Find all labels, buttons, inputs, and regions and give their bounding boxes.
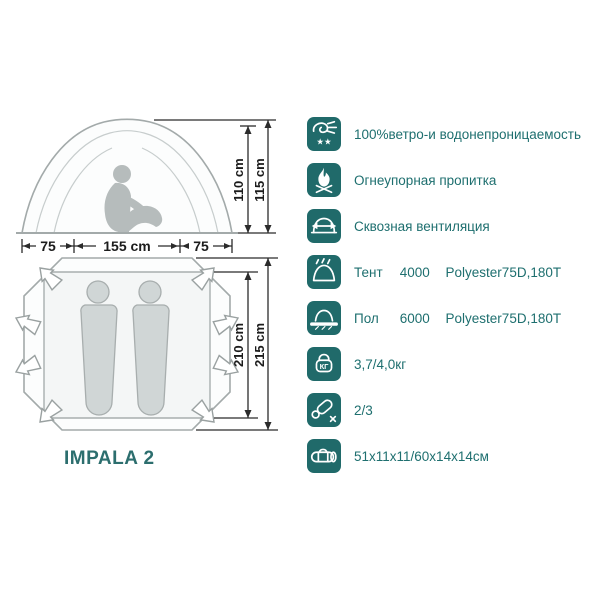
spec-label-floor-fabric: Пол 6000 Polyester75D,180T [354, 311, 561, 326]
spec-row-pack-size: 51x11x11/60x14x14см [307, 439, 581, 473]
dim-plan-length-inner: 210 cm [231, 323, 246, 367]
tent-diagram: 75 155 cm 75 110 cm 115 cm [11, 118, 278, 431]
spec-list: ★★ 100%ветро-и водонепроницаемость Огнеу… [307, 117, 581, 473]
plan-length-dimension: 210 cm 215 cm [196, 257, 278, 431]
person-silhouette [104, 165, 163, 232]
spec-row-fireproof: Огнеупорная пропитка [307, 163, 581, 197]
capacity-icon [307, 393, 341, 427]
spec-row-tent-fabric: Тент 4000 Polyester75D,180T [307, 255, 581, 289]
ventilation-icon [307, 209, 341, 243]
spec-name: Пол [354, 310, 379, 326]
spec-label-pack-size: 51x11x11/60x14x14см [354, 448, 489, 464]
spec-label-weight: 3,7/4,0кг [354, 356, 407, 372]
tent-fabric-icon [307, 255, 341, 289]
product-name: IMPALA 2 [64, 448, 155, 469]
spec-row-capacity: 2/3 [307, 393, 581, 427]
pack-size-icon [307, 439, 341, 473]
spec-row-waterproof: ★★ 100%ветро-и водонепроницаемость [307, 117, 581, 151]
fire-retardant-icon [307, 163, 341, 197]
spec-label-waterproof: 100%ветро-и водонепроницаемость [354, 126, 582, 142]
weight-icon: КГ [307, 347, 341, 381]
spec-label-capacity: 2/3 [354, 402, 373, 418]
tent-floor-plan [11, 257, 243, 431]
dim-front-left: 75 [40, 238, 56, 254]
spec-name: Тент [354, 264, 383, 280]
spec-label-fireproof: Огнеупорная пропитка [354, 172, 497, 188]
dim-front-height-inner: 110 cm [231, 158, 246, 201]
spec-material: Polyester75D,180T [445, 264, 562, 280]
dim-front-width: 155 cm [103, 238, 150, 254]
stars-glyph: ★★ [316, 136, 331, 146]
front-height-dimension: 110 cm 115 cm [154, 119, 276, 234]
spec-label-ventilation: Сквозная вентиляция [354, 218, 490, 234]
sleeper-silhouettes [80, 280, 170, 416]
spec-row-ventilation: Сквозная вентиляция [307, 209, 581, 243]
dim-front-right: 75 [193, 238, 209, 254]
wind-waterproof-icon: ★★ [307, 117, 341, 151]
front-width-dimension: 75 155 cm 75 [21, 238, 233, 254]
spec-label-tent-fabric: Тент 4000 Polyester75D,180T [354, 265, 561, 280]
spec-material: Polyester75D,180T [445, 310, 562, 326]
floor-fabric-icon [307, 301, 341, 335]
spec-row-floor-fabric: Пол 6000 Polyester75D,180T [307, 301, 581, 335]
weight-unit-glyph: КГ [320, 362, 330, 371]
spec-value: 6000 [399, 310, 430, 326]
dim-plan-length-outer: 215 cm [252, 323, 267, 367]
spec-row-weight: КГ 3,7/4,0кг [307, 347, 581, 381]
spec-value: 4000 [399, 264, 430, 280]
dim-front-height-outer: 115 cm [252, 158, 267, 201]
